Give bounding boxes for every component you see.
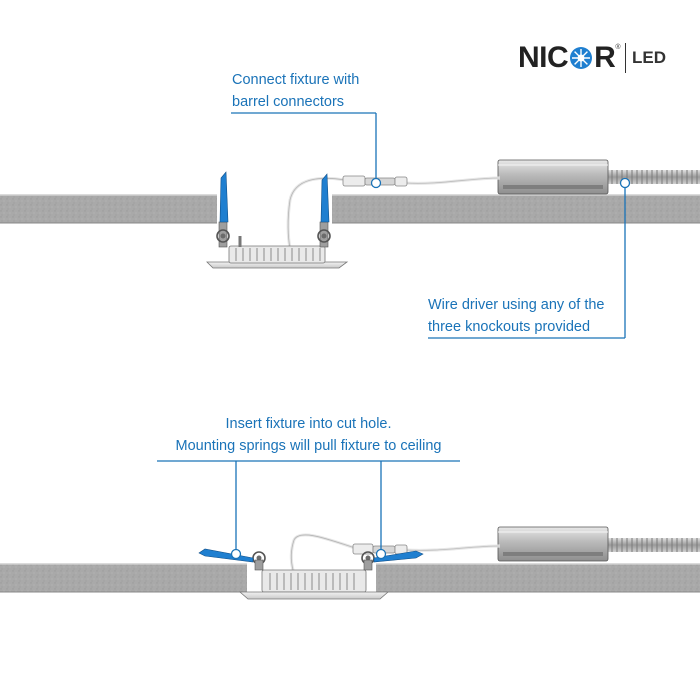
callout-driver: Wire driver using any of the three knock…	[428, 294, 605, 338]
sunburst-o-icon	[570, 47, 593, 69]
leader-connect	[231, 112, 382, 189]
callout-connect-line-1: Connect fixture with	[232, 72, 360, 88]
brand-suffix: LED	[632, 48, 667, 67]
callout-insert-line-2: Mounting springs will pull fixture to ce…	[175, 438, 442, 454]
callout-insert: Insert fixture into cut hole. Mounting s…	[157, 413, 460, 457]
brand-name-part1: NIC	[518, 41, 569, 74]
driver-box-bottom	[497, 526, 609, 562]
ceiling-top-right	[332, 194, 700, 224]
driver-box-top	[497, 159, 609, 195]
fixture-top	[206, 245, 349, 269]
callout-connect: Connect fixture with barrel connectors	[232, 69, 359, 113]
flex-conduit-bottom	[608, 538, 700, 552]
leader-driver	[428, 177, 631, 339]
leader-insert	[157, 460, 460, 560]
mounting-spring-right-bottom	[361, 550, 424, 571]
ceiling-bottom-left	[0, 563, 247, 593]
callout-insert-line-1: Insert fixture into cut hole.	[225, 416, 392, 432]
ceiling-top-left	[0, 194, 217, 224]
callout-driver-line-2: three knockouts provided	[428, 319, 591, 335]
logo-divider	[624, 43, 627, 73]
fixture-wire-bottom	[289, 533, 356, 571]
callout-connect-line-2: barrel connectors	[232, 94, 345, 110]
nicor-led-logo: NIC R ® LED	[518, 40, 666, 76]
brand-name-part2: R	[594, 41, 616, 74]
registered-mark: ®	[615, 44, 621, 51]
callout-driver-line-1: Wire driver using any of the	[428, 297, 605, 313]
fixture-bottom	[238, 569, 390, 600]
ceiling-bottom-right	[376, 563, 700, 593]
mounting-spring-left-bottom	[198, 548, 266, 571]
mounting-spring-left-top	[216, 171, 242, 248]
mounting-spring-right-top	[317, 173, 331, 248]
